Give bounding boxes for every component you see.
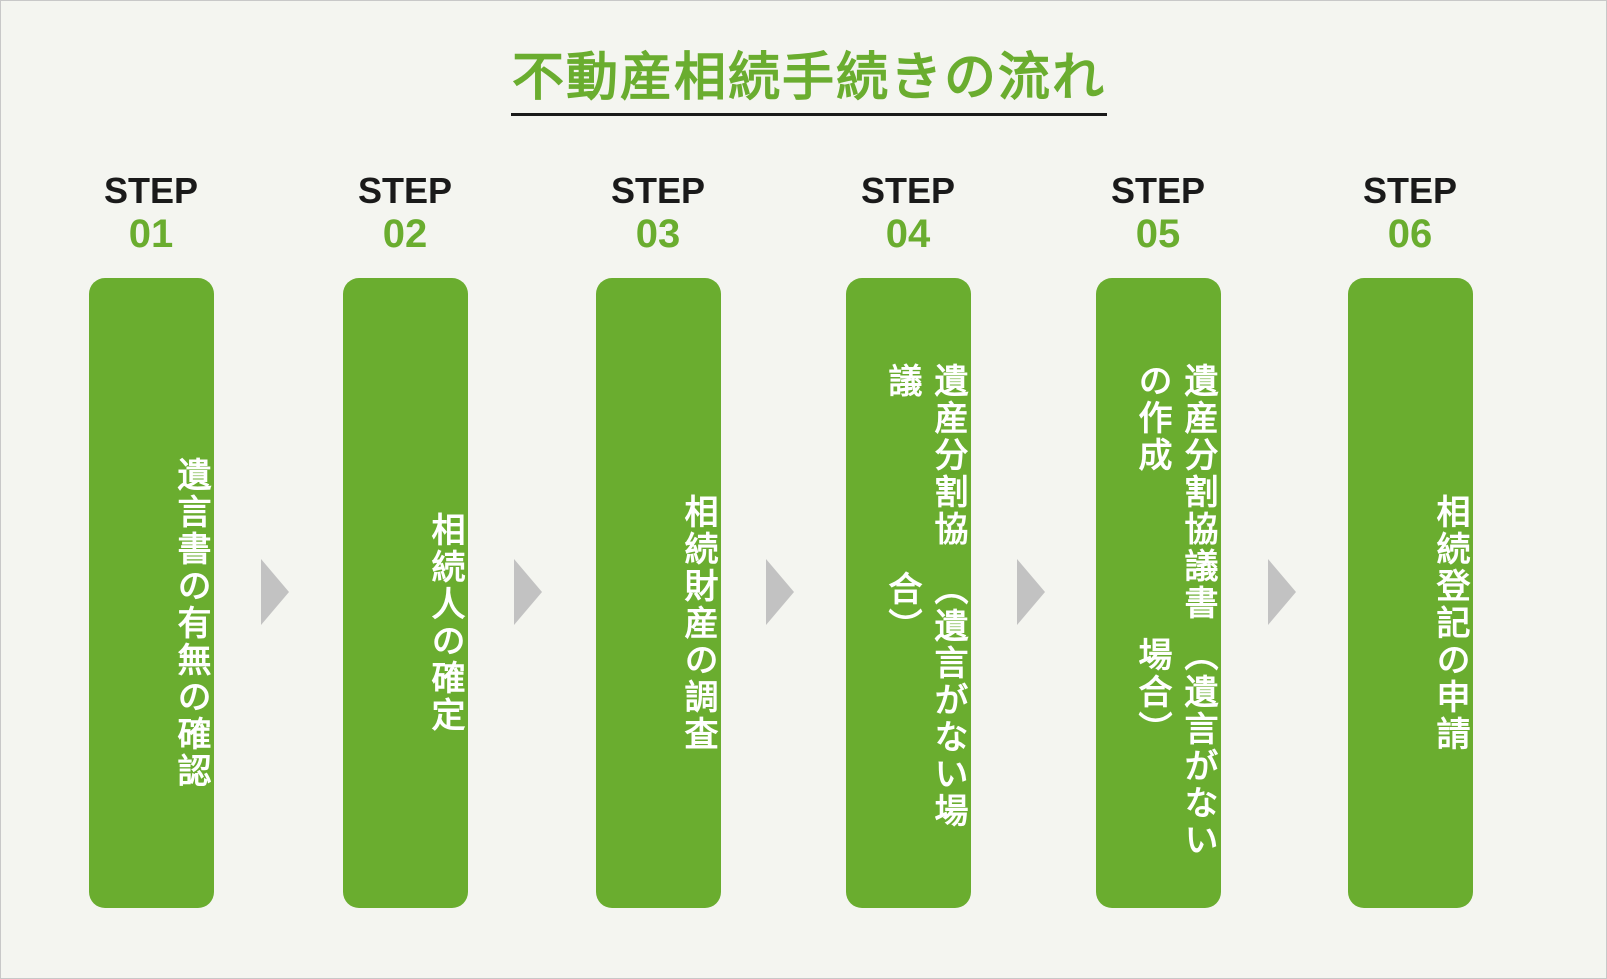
step-text-line: 遺産分割協議書の作成	[1132, 363, 1218, 622]
step-2-text: 相続人の確定	[343, 363, 468, 883]
step-text-line: 遺産分割協議	[882, 363, 968, 548]
step-4-text: 遺産分割協議 （遺言がない場合）	[846, 363, 971, 883]
step-text-line: （遺言がない場合）	[882, 571, 968, 830]
step-label: STEP	[103, 170, 199, 211]
step-number: 02	[382, 212, 428, 256]
step-6-heading: STEP 06	[1345, 171, 1475, 257]
chevron-right-icon	[1268, 559, 1296, 625]
step-3-text: 相続財産の調査	[596, 363, 721, 883]
step-text-line: 相続登記の申請	[1430, 493, 1470, 753]
step-1-heading: STEP 01	[86, 171, 216, 257]
chevron-right-icon	[261, 559, 289, 625]
chevron-right-icon	[766, 559, 794, 625]
step-2-heading: STEP 02	[340, 171, 470, 257]
step-number: 01	[128, 212, 174, 256]
title-underline	[511, 113, 1107, 116]
step-number: 03	[635, 212, 681, 256]
page-title: 不動産相続手続きの流れ	[511, 48, 1106, 108]
chevron-right-icon	[514, 559, 542, 625]
step-number: 05	[1135, 212, 1181, 256]
step-text-line: 相続財産の調査	[678, 493, 718, 753]
step-6-card: 相続登記の申請	[1348, 278, 1473, 908]
step-label: STEP	[610, 170, 706, 211]
step-5-heading: STEP 05	[1093, 171, 1223, 257]
step-text-line: （遺言がない場合）	[1132, 636, 1218, 859]
step-4-card: 遺産分割協議 （遺言がない場合）	[846, 278, 971, 908]
chevron-right-icon	[1017, 559, 1045, 625]
step-number: 04	[885, 212, 931, 256]
step-3-card: 相続財産の調査	[596, 278, 721, 908]
step-label: STEP	[860, 170, 956, 211]
step-6-text: 相続登記の申請	[1348, 363, 1473, 883]
step-1-card: 遺言書の有無の確認	[89, 278, 214, 908]
step-label: STEP	[1362, 170, 1458, 211]
step-label: STEP	[357, 170, 453, 211]
step-4-heading: STEP 04	[843, 171, 973, 257]
step-5-text: 遺産分割協議書の作成 （遺言がない場合）	[1096, 363, 1221, 883]
step-text-line: 遺言書の有無の確認	[171, 456, 211, 790]
step-2-card: 相続人の確定	[343, 278, 468, 908]
step-text-line: 相続人の確定	[425, 512, 465, 734]
step-1-text: 遺言書の有無の確認	[89, 363, 214, 883]
step-3-heading: STEP 03	[593, 171, 723, 257]
step-label: STEP	[1110, 170, 1206, 211]
step-number: 06	[1387, 212, 1433, 256]
step-5-card: 遺産分割協議書の作成 （遺言がない場合）	[1096, 278, 1221, 908]
